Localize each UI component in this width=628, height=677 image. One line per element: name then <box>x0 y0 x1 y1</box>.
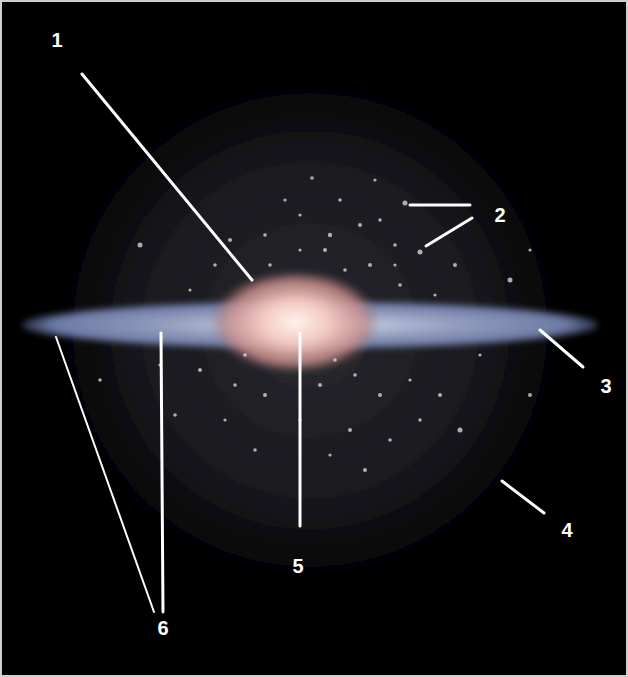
halo <box>10 30 610 630</box>
callout-number: 6 <box>157 618 168 638</box>
bulge <box>210 270 380 374</box>
callout-number: 2 <box>494 205 505 225</box>
callout-number: 3 <box>600 376 611 396</box>
globular-clusters <box>98 176 532 472</box>
callout-number: 4 <box>561 520 572 540</box>
leader-lines <box>56 74 583 612</box>
callout-number: 5 <box>292 556 303 576</box>
callout-number: 1 <box>51 30 62 50</box>
